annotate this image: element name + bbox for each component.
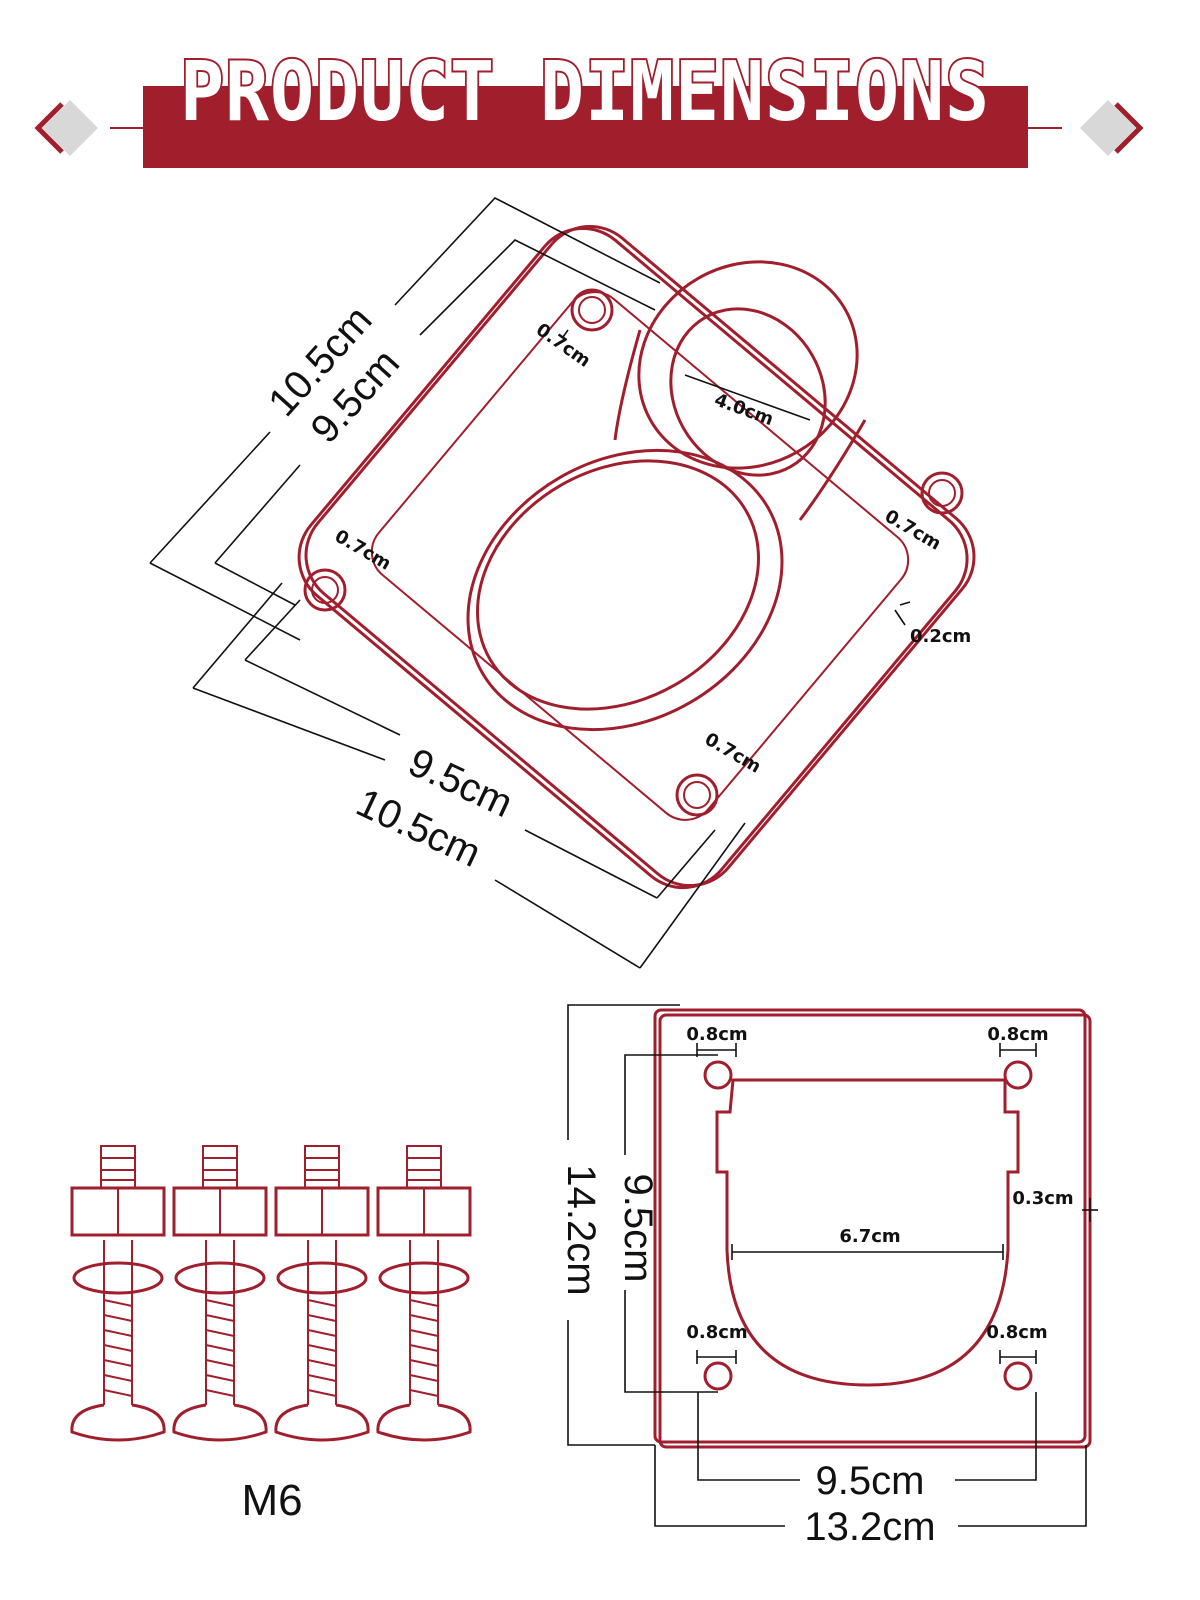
- diamond-left-icon: [34, 100, 98, 156]
- ring-assembly: [466, 260, 867, 732]
- dim-width-outer: 13.2cm: [804, 1505, 935, 1549]
- dimension-lines-flat: [567, 1004, 1098, 1527]
- hole-right-icon: [920, 471, 964, 515]
- dimension-lines-iso: [149, 197, 911, 969]
- diamond-right-icon: [1080, 100, 1144, 156]
- dim-hole-bottom: 0.7cm: [701, 729, 765, 778]
- dim-hole-flat-tr: 0.8cm: [987, 1024, 1048, 1045]
- plate-isometric: 10.5cm 9.5cm 9.5cm 10.5cm 0.7cm 0.7cm 0.…: [149, 197, 976, 969]
- dim-height-outer: 14.2cm: [559, 1164, 603, 1295]
- hole-left-icon: [303, 568, 347, 612]
- hole-top-icon: [570, 288, 614, 332]
- dim-thickness-iso: 0.2cm: [910, 626, 971, 647]
- dim-hole-flat-tl: 0.8cm: [686, 1024, 747, 1045]
- dim-hole-flat-br: 0.8cm: [986, 1322, 1047, 1343]
- bolt-size-label: M6: [241, 1476, 302, 1525]
- hole-bottom-icon: [675, 773, 719, 817]
- bolt-icon: [274, 1145, 370, 1442]
- dim-cutout-width: 6.7cm: [839, 1226, 900, 1247]
- hole-flat-bl-icon: [703, 1361, 733, 1391]
- bolt-set: M6: [70, 1145, 472, 1525]
- dim-hole-left: 0.7cm: [331, 526, 395, 575]
- bolt-icon: [70, 1145, 166, 1442]
- bolt-icon: [172, 1145, 268, 1442]
- dim-hole-flat-bl: 0.8cm: [686, 1322, 747, 1343]
- banner: PRODUCT DIMENSIONS: [34, 43, 1144, 168]
- hole-flat-tr-icon: [1003, 1060, 1033, 1090]
- dim-width-inner: 9.5cm: [816, 1459, 925, 1503]
- plate-flat: 14.2cm 9.5cm 0.8cm 0.8cm 0.8cm 0.8cm 6.7…: [559, 1004, 1098, 1549]
- page-title: PRODUCT DIMENSIONS: [180, 45, 990, 140]
- dim-thickness-flat: 0.3cm: [1012, 1188, 1073, 1209]
- hole-flat-tl-icon: [703, 1060, 733, 1090]
- bolt-icon: [376, 1145, 472, 1442]
- banner-bar: [143, 86, 1028, 168]
- hole-flat-br-icon: [1003, 1361, 1033, 1391]
- dim-height-inner: 9.5cm: [616, 1174, 660, 1283]
